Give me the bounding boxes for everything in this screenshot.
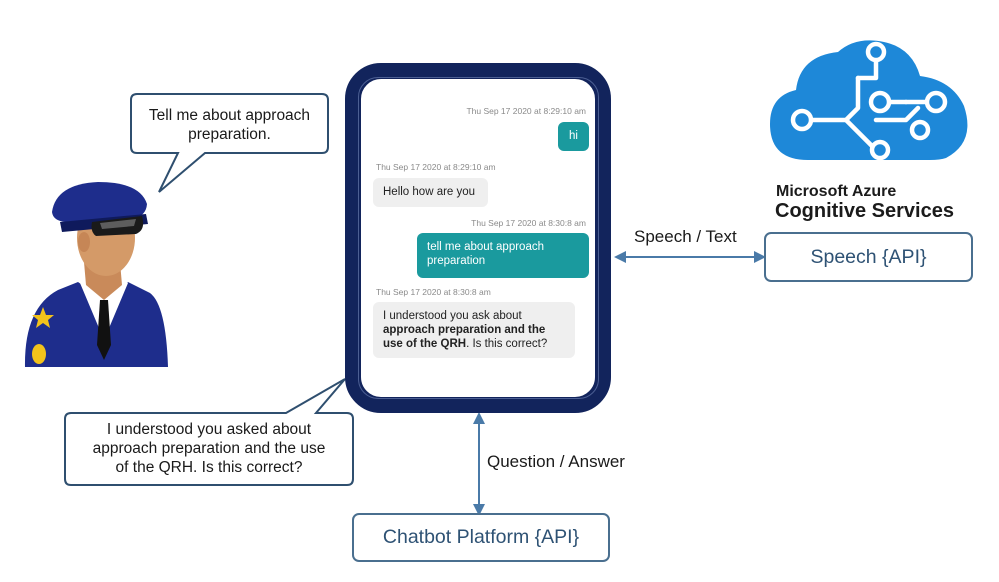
message-timestamp: Thu Sep 17 2020 at 8:30:8 am (376, 287, 491, 297)
bottom-bubble-line-3: of the QRH. Is this correct? (115, 459, 303, 476)
bottom-bubble-text: I understood you asked about approach pr… (65, 420, 353, 477)
bot-message-text: I understood you ask about (383, 310, 522, 322)
message-timestamp: Thu Sep 17 2020 at 8:30:8 am (471, 218, 586, 228)
speech-api-box: Speech {API} (764, 232, 973, 282)
brand-line-1: Microsoft Azure (776, 183, 897, 200)
bot-message: I understood you ask about approach prep… (373, 302, 575, 358)
brand-line-2: Cognitive Services (775, 200, 954, 222)
question-answer-arrow (473, 412, 485, 516)
message-timestamp: Thu Sep 17 2020 at 8:29:10 am (466, 106, 586, 116)
bot-message: Hello how are you (373, 178, 488, 207)
top-bubble-line-1: Tell me about approach (148, 107, 311, 124)
bottom-bubble-line-1: I understood you asked about (106, 421, 312, 438)
bottom-speech-bubble (64, 378, 354, 486)
phone-screen (358, 77, 599, 399)
bottom-bubble-line-2: approach preparation and the use (92, 440, 326, 457)
question-answer-label: Question / Answer (487, 452, 625, 471)
top-speech-bubble (130, 93, 329, 193)
bot-message-text-end: . Is this correct? (466, 338, 548, 350)
bot-message-bold-text: approach preparation and the use of the … (383, 324, 546, 350)
user-message: hi (558, 122, 589, 151)
speech-text-label: Speech / Text (634, 227, 737, 246)
pilot-icon (24, 182, 168, 367)
user-message: tell me about approach preparation (417, 233, 589, 278)
top-bubble-line-2: preparation. (188, 126, 271, 143)
top-bubble-text: Tell me about approach preparation. (131, 106, 328, 144)
chatbot-platform-api-box: Chatbot Platform {API} (352, 513, 610, 562)
message-timestamp: Thu Sep 17 2020 at 8:29:10 am (376, 162, 496, 172)
azure-cloud-icon (770, 40, 968, 161)
speech-text-arrow (614, 251, 766, 263)
